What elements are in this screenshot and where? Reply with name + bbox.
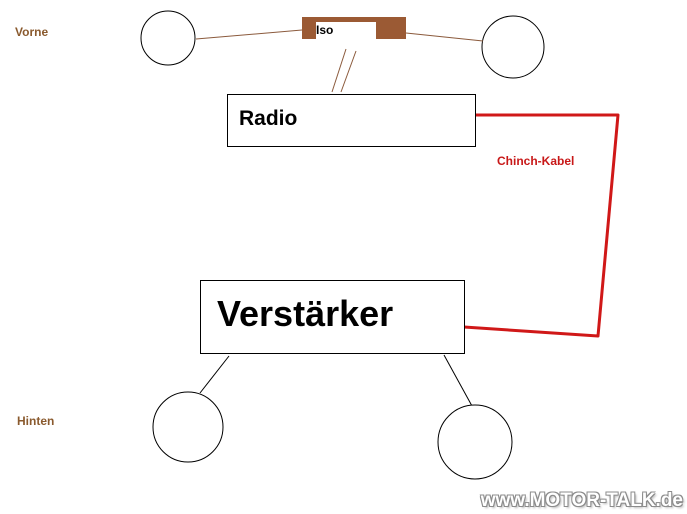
front-right-speaker bbox=[481, 15, 545, 79]
chinch-cable-label: Chinch-Kabel bbox=[497, 154, 575, 168]
rear-right-speaker bbox=[437, 404, 513, 480]
iso-connector-right bbox=[376, 17, 406, 39]
chinch-cable bbox=[463, 113, 620, 338]
iso-connector-left bbox=[302, 17, 316, 39]
radio-box: Radio bbox=[227, 94, 476, 147]
front-right-wire bbox=[405, 32, 484, 42]
iso-radio-wire-1 bbox=[331, 48, 347, 93]
rear-right-wire bbox=[443, 354, 473, 407]
front-label: Vorne bbox=[15, 25, 49, 39]
iso-radio-wire-2 bbox=[340, 50, 357, 93]
amplifier-box: Verstärker bbox=[200, 280, 465, 354]
rear-left-wire bbox=[199, 355, 230, 394]
iso-connector-body bbox=[316, 17, 376, 22]
rear-left-speaker bbox=[152, 391, 224, 463]
watermark: www.MOTOR-TALK.de bbox=[480, 490, 683, 511]
front-left-wire bbox=[195, 29, 303, 40]
iso-label: Iso bbox=[316, 23, 334, 37]
radio-label: Radio bbox=[239, 107, 298, 130]
amplifier-label: Verstärker bbox=[217, 293, 394, 334]
front-left-speaker bbox=[140, 10, 196, 66]
rear-label: Hinten bbox=[17, 414, 55, 428]
